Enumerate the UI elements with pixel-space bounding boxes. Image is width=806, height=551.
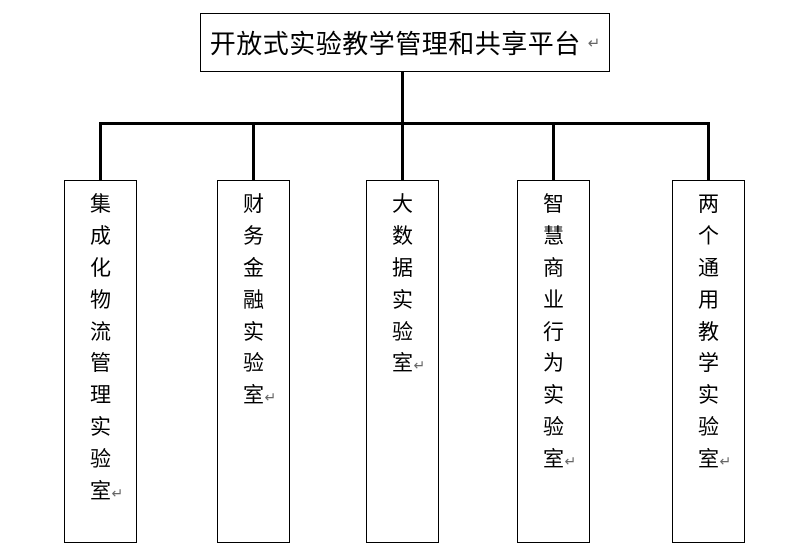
paragraph-return-icon: ↵ (564, 453, 577, 470)
leaf-node-char: 金 (243, 255, 264, 280)
leaf-node-4: 智慧商业行为实验室↵ (517, 180, 590, 543)
root-node-label: 开放式实验教学管理和共享平台 (209, 30, 581, 59)
leaf-node-3: 大数据实验室↵ (366, 180, 439, 543)
leaf-node-char: 室↵ (367, 348, 438, 380)
connector-drop-1 (99, 122, 102, 181)
leaf-node-char: 流 (90, 319, 111, 344)
leaf-node-char: 两 (698, 192, 719, 216)
connector-drop-4 (552, 122, 555, 181)
leaf-node-char: 务 (243, 223, 264, 248)
paragraph-return-icon: ↵ (587, 33, 601, 52)
leaf-node-char: 据 (392, 255, 413, 280)
leaf-node-char: 慧 (543, 223, 564, 248)
leaf-node-char: 实 (543, 383, 564, 408)
leaf-node-char: 验 (243, 351, 264, 376)
leaf-node-char: 智 (543, 192, 564, 216)
leaf-node-char: 室↵ (218, 380, 289, 412)
paragraph-return-icon: ↵ (719, 453, 732, 470)
leaf-node-char: 验 (698, 415, 719, 440)
leaf-node-char: 管 (90, 351, 111, 376)
leaf-node-char: 物 (90, 287, 111, 312)
paragraph-return-icon: ↵ (264, 389, 277, 406)
connector-drop-5 (707, 122, 710, 181)
leaf-node-char: 学 (698, 351, 719, 376)
leaf-node-char: 为 (543, 351, 564, 376)
leaf-node-char: 通 (698, 255, 719, 280)
leaf-node-char: 实 (698, 383, 719, 408)
leaf-node-char: 室↵ (65, 476, 136, 508)
leaf-node-char: 实 (90, 415, 111, 440)
leaf-node-char: 室↵ (673, 444, 744, 476)
connector-root-stem (401, 71, 404, 124)
paragraph-return-icon: ↵ (111, 485, 124, 502)
leaf-node-char: 用 (698, 287, 719, 312)
leaf-node-char: 理 (90, 383, 111, 408)
leaf-node-char: 商 (543, 255, 564, 280)
leaf-node-char: 室↵ (518, 444, 589, 476)
leaf-node-char: 实 (243, 319, 264, 344)
leaf-node-char: 大 (392, 192, 413, 216)
leaf-node-char: 行 (543, 319, 564, 344)
leaf-node-char: 个 (698, 223, 719, 248)
leaf-node-char: 融 (243, 287, 264, 312)
leaf-node-2: 财务金融实验室↵ (217, 180, 290, 543)
connector-horizontal-bar (99, 122, 710, 125)
leaf-node-5: 两个通用教学实验室↵ (672, 180, 745, 543)
leaf-node-char: 实 (392, 287, 413, 312)
root-node: 开放式实验教学管理和共享平台 ↵ (200, 13, 610, 72)
leaf-node-1: 集成化物流管理实验室↵ (64, 180, 137, 543)
leaf-node-char: 验 (392, 319, 413, 344)
connector-drop-2 (252, 122, 255, 181)
leaf-node-char: 数 (392, 223, 413, 248)
leaf-node-char: 集 (90, 192, 111, 216)
leaf-node-char: 化 (90, 255, 111, 280)
leaf-node-char: 教 (698, 319, 719, 344)
leaf-node-char: 成 (90, 223, 111, 248)
leaf-node-char: 验 (543, 415, 564, 440)
connector-drop-3 (401, 122, 404, 181)
leaf-node-char: 财 (243, 192, 264, 216)
leaf-node-char: 业 (543, 287, 564, 312)
paragraph-return-icon: ↵ (413, 357, 426, 374)
leaf-node-char: 验 (90, 447, 111, 472)
